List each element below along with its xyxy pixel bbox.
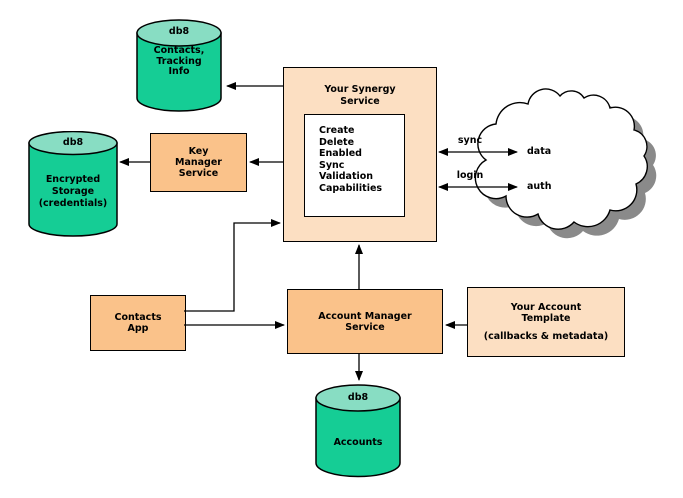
operation-item: Enabled <box>319 148 362 160</box>
db-label: db8 <box>62 137 84 148</box>
synergy-operations-box: Create Delete Enabled Sync Validation Ca… <box>304 114 405 217</box>
db-label: db8 <box>347 392 369 403</box>
db-label: db8 <box>168 26 190 37</box>
synergy-operations-list: Create Delete Enabled Sync Validation Ca… <box>305 115 404 195</box>
cloud-data-label: data <box>527 146 552 157</box>
operation-item: Validation <box>319 171 374 183</box>
login-edge-label: login <box>456 170 484 181</box>
database-icon <box>136 19 222 112</box>
accounts-db-label: Accounts <box>333 437 383 448</box>
operation-item: Sync <box>319 159 345 171</box>
database-icon <box>28 131 118 237</box>
operation-item: Capabilities <box>319 182 383 194</box>
sync-edge-label: sync <box>457 135 483 146</box>
operation-item: Create <box>319 125 355 136</box>
arrow-contactsapp-to-synergy <box>184 219 281 312</box>
cloud-icon <box>474 88 657 239</box>
operation-item: Delete <box>319 136 355 148</box>
cloud-auth-label: auth <box>527 181 552 192</box>
database-icon <box>315 384 401 478</box>
